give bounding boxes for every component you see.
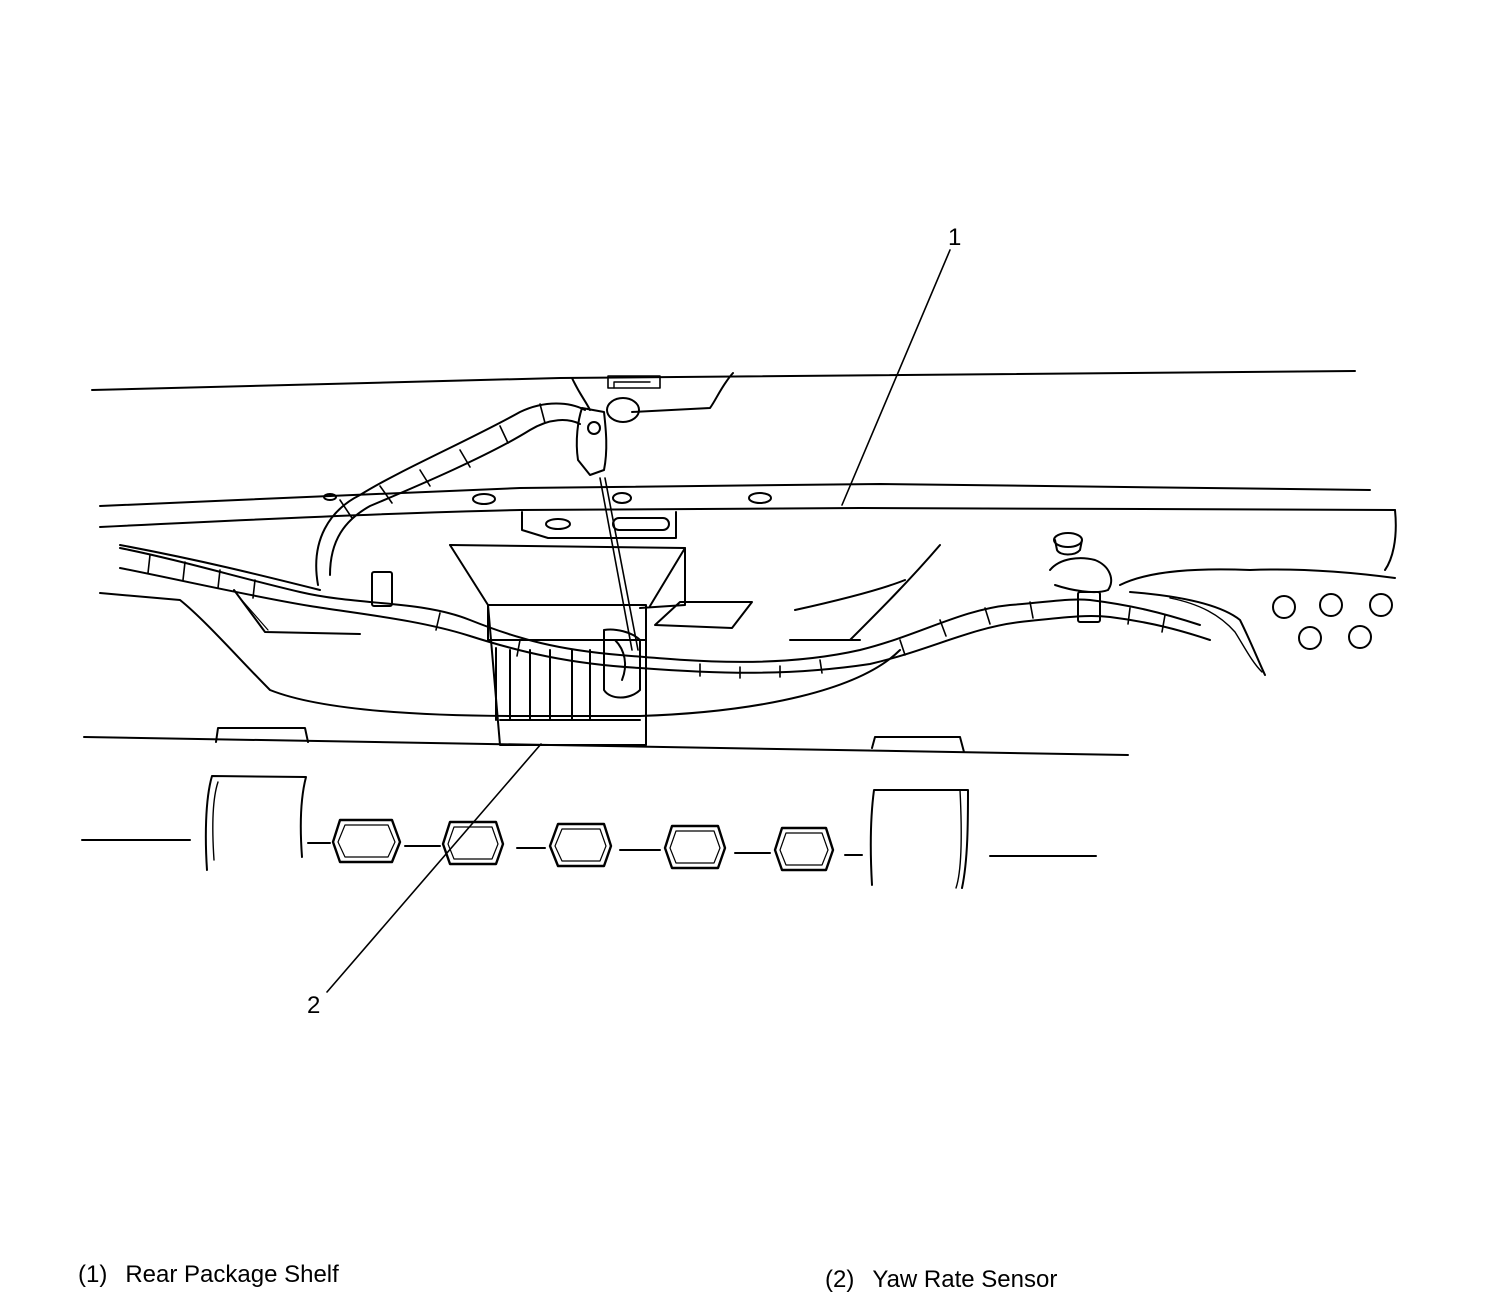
legend-label: Rear Package Shelf	[125, 1261, 339, 1288]
callout-number-2: 2	[307, 992, 321, 1019]
legend-item-1: (1) Rear Package Shelf	[78, 1263, 339, 1287]
sensor-bracket-line	[600, 478, 638, 650]
legend-number: (1)	[78, 1261, 108, 1288]
right-trim-holes	[1050, 533, 1395, 675]
leader-line-1	[842, 250, 950, 505]
callout-number-1: 1	[948, 224, 962, 251]
legend-number: (2)	[825, 1266, 855, 1293]
rear-package-shelf	[100, 484, 1396, 570]
wiring-harness	[120, 404, 1210, 679]
yaw-rate-sensor	[488, 605, 646, 745]
floor-panel	[82, 728, 1128, 888]
legend-label: Yaw Rate Sensor	[872, 1266, 1058, 1293]
floor-slots	[333, 820, 833, 870]
lower-trim	[100, 545, 940, 716]
leader-line-2	[327, 744, 541, 992]
legend-item-2: (2) Yaw Rate Sensor	[825, 1268, 1057, 1292]
harness-clip	[577, 398, 639, 475]
upper-panel	[92, 371, 1355, 412]
